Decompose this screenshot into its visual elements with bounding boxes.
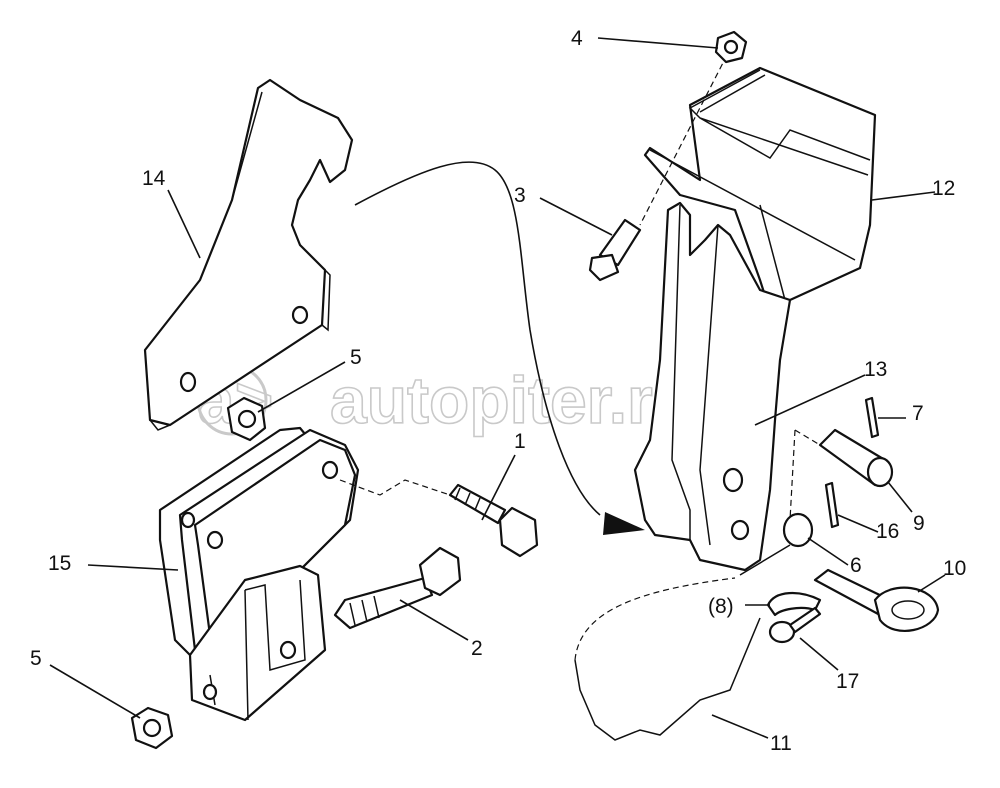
callout-5-upper: 5 — [350, 346, 362, 369]
callout-3: 3 — [514, 184, 526, 207]
callout-7: 7 — [912, 402, 924, 425]
callout-13: 13 — [864, 358, 887, 381]
part-10-pin — [813, 568, 940, 632]
callout-4: 4 — [571, 27, 583, 50]
part-3-bolt — [588, 218, 642, 282]
callout-11: 11 — [770, 732, 792, 755]
part-9-pin — [818, 428, 894, 488]
leader-lines — [49, 37, 946, 739]
part-17-linch-pin — [768, 606, 822, 644]
part-5-nut-upper — [226, 396, 267, 442]
callout-10: 10 — [943, 557, 966, 580]
callout-1: 1 — [514, 430, 526, 453]
part-7-spring-pin — [864, 396, 880, 439]
part-2-bolt — [333, 546, 462, 630]
callout-16: 16 — [876, 520, 899, 543]
part-13-arm — [633, 201, 792, 572]
part-5-nut-lower — [130, 706, 174, 750]
callout-8: (8) — [708, 595, 734, 618]
watermark: a> autopiter.ru — [196, 362, 694, 438]
callout-14: 14 — [142, 167, 166, 190]
arrow-marker — [603, 512, 645, 535]
callout-9: 9 — [913, 512, 925, 535]
callout-6: 6 — [850, 554, 862, 577]
callout-5-lower: 5 — [30, 647, 42, 670]
callout-17: 17 — [836, 670, 859, 693]
watermark-text: autopiter.ru — [330, 363, 693, 437]
callout-15: 15 — [48, 552, 71, 575]
callout-2: 2 — [471, 637, 483, 660]
part-4-nut — [714, 30, 748, 64]
callout-12: 12 — [932, 177, 955, 200]
part-6-ring — [782, 512, 814, 548]
part-11-chain — [574, 544, 791, 741]
part-16-cotter-pin — [824, 481, 840, 529]
part-1-bolt — [448, 483, 539, 558]
part-14-bracket — [143, 78, 354, 427]
